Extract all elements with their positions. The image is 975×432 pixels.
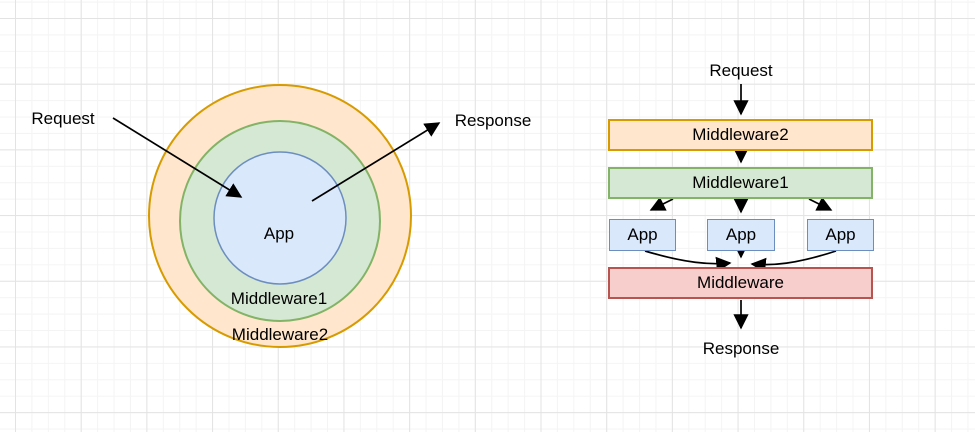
- middleware-box[interactable]: Middleware: [608, 267, 873, 299]
- middleware-box-label: Middleware: [697, 273, 784, 292]
- left-request-arrow[interactable]: [112, 117, 243, 198]
- middleware1-ring-label: Middleware1: [230, 289, 328, 308]
- middleware2-ring-label: Middleware2: [231, 325, 329, 344]
- app-box-1[interactable]: App: [609, 219, 676, 251]
- right-response-label[interactable]: Response: [702, 339, 780, 358]
- app-box-2-label: App: [725, 225, 757, 244]
- arrow-app1-to-middleware[interactable]: [644, 250, 732, 272]
- arrow-middleware1-to-app3[interactable]: [808, 196, 833, 211]
- arrow-app3-to-middleware[interactable]: [750, 250, 837, 273]
- app-box-2[interactable]: App: [707, 219, 775, 251]
- middleware1-box[interactable]: Middleware1: [608, 167, 873, 199]
- circle-app[interactable]: [213, 151, 347, 285]
- app-box-3[interactable]: App: [807, 219, 874, 251]
- left-request-label[interactable]: Request: [31, 109, 95, 128]
- app-box-1-label: App: [627, 225, 658, 244]
- right-request-label[interactable]: Request: [709, 61, 773, 80]
- middleware2-box-label: Middleware2: [692, 125, 789, 144]
- left-response-arrow[interactable]: [311, 122, 441, 202]
- middleware1-box-label: Middleware1: [692, 173, 789, 192]
- app-circle-label: App: [263, 224, 295, 243]
- left-response-label[interactable]: Response: [454, 111, 532, 130]
- middleware2-box[interactable]: Middleware2: [608, 119, 873, 151]
- app-box-3-label: App: [825, 225, 856, 244]
- arrow-middleware1-to-app1[interactable]: [649, 196, 674, 211]
